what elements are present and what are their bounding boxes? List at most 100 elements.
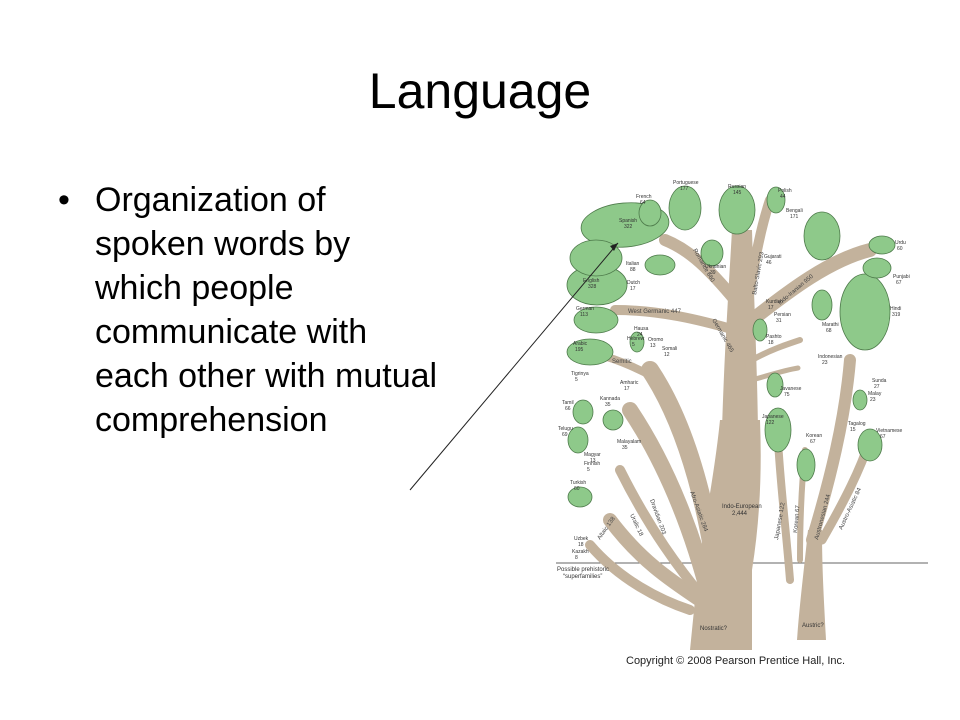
leaf-label-name: Polish <box>778 188 792 194</box>
bullet-text: Organization of spoken words by which pe… <box>95 181 438 439</box>
leaf-polish <box>766 186 786 214</box>
leaf-label-count: 13 <box>650 343 656 349</box>
nostratic-trunk <box>690 420 761 650</box>
branch-indo-iranian <box>745 243 877 327</box>
leaf-label-count: 60 <box>897 246 903 252</box>
leaf-label-count: 67 <box>896 280 902 286</box>
branch-balto-slavic <box>743 195 775 305</box>
leaf-label-name: Tagalog <box>848 421 866 427</box>
leaf-label-count: 17 <box>768 305 774 311</box>
leaf-label-name: Malay <box>868 391 882 397</box>
branch-greek <box>749 337 803 363</box>
leaf-persian <box>752 318 768 342</box>
leaf-label-count: 88 <box>630 267 636 273</box>
leaf-japanese <box>764 407 792 453</box>
leaf-portuguese <box>668 185 702 231</box>
leaf-javanese <box>766 372 784 398</box>
leaf-label-count: 23 <box>870 397 876 403</box>
label-nostratic: Nostratic? <box>700 626 728 632</box>
leaf-label-count: 145 <box>733 190 742 196</box>
leaf-italian <box>644 254 676 276</box>
branch-armenian <box>749 365 801 383</box>
leaf-label-count: 8 <box>575 555 578 561</box>
leaf-label-count: 18 <box>578 542 584 548</box>
leaf-label-count: 35 <box>605 402 611 408</box>
leaf-label-name: Magyar <box>584 452 601 458</box>
leaf-telugu <box>567 426 589 454</box>
leaf-label-name: Amharic <box>620 380 639 386</box>
leaf-label-count: 177 <box>680 186 689 192</box>
leaf-german <box>573 306 619 334</box>
leaf-hausa <box>629 331 645 353</box>
leaf-label-name: Dutch <box>627 280 640 286</box>
leaf-label-name: Ukrainian <box>705 264 726 270</box>
leaf-label-name: English <box>583 278 600 284</box>
leaf-label-name: Spanish <box>619 218 637 224</box>
leaf-label-count: 17 <box>624 386 630 392</box>
pointer-arrowhead <box>610 243 618 251</box>
leaf-label-name: Malayalam <box>617 439 641 445</box>
leaves <box>566 185 896 508</box>
austric-trunk <box>797 530 826 640</box>
label-indo-european: Indo-European <box>722 504 762 510</box>
leaf-label-name: Gujarati <box>764 254 782 260</box>
leaf-label-name: Urdu <box>895 240 906 246</box>
leaf-label-name: Portuguese <box>673 180 699 186</box>
leaf-label-count: 15 <box>850 427 856 433</box>
leaf-label-name: Punjabi <box>893 274 910 280</box>
leaf-label-count: 75 <box>784 392 790 398</box>
leaf-label-name: Kannada <box>600 396 620 402</box>
leaf-label-count: 67 <box>810 439 816 445</box>
leaf-label-count: 319 <box>892 312 901 318</box>
branch-romance <box>659 234 741 306</box>
leaf-label-count: 12 <box>664 352 670 358</box>
leaf-label-name: Russian <box>728 184 746 190</box>
label-indo-european-count: 2,444 <box>732 511 748 517</box>
leaf-label-count: 46 <box>766 260 772 266</box>
leaf-label-name: Tamil <box>562 400 574 406</box>
leaf-tamil <box>572 399 594 425</box>
leaf-vietnamese <box>857 428 883 462</box>
leaf-label-name: Sunda <box>872 378 887 384</box>
leaf-label-count: 24 <box>637 332 643 338</box>
leaf-marathi <box>811 289 833 321</box>
leaf-label-count: 27 <box>874 384 880 390</box>
leaf-label-count: 31 <box>776 318 782 324</box>
leaf-russian <box>718 185 756 235</box>
leaf-label-name: Hausa <box>634 326 649 332</box>
leaf-label-name: Arabic <box>573 341 588 347</box>
leaf-hindi <box>839 273 891 351</box>
leaf-french <box>638 199 662 227</box>
leaf-label-name: Telugu <box>558 426 573 432</box>
branch-austronesian <box>806 354 856 546</box>
copyright-notice: Copyright © 2008 Pearson Prentice Hall, … <box>626 655 846 667</box>
leaf-english-2 <box>569 239 623 277</box>
leaf-label-name: Turkish <box>570 480 586 486</box>
leaf-label-name: Pashto <box>766 334 782 340</box>
leaf-label-name: Kazakh <box>572 549 589 555</box>
leaf-label-count: 64 <box>640 200 646 206</box>
leaf-ukrainian <box>700 239 724 267</box>
leaf-label-name: Finnish <box>584 461 600 467</box>
leaf-label-count: 5 <box>575 377 578 383</box>
leaf-arabic <box>566 338 614 366</box>
label-austric: Austric? <box>802 623 824 629</box>
label-prehistoric-2: “superfamilies” <box>563 574 602 580</box>
leaf-label-count: 23 <box>822 360 828 366</box>
leaf-label-count: 13 <box>590 458 596 464</box>
label-korean: Korean 67 <box>793 504 801 533</box>
leaf-label-count: 35 <box>622 445 628 451</box>
leaf-korean <box>796 448 816 482</box>
leaf-malay <box>852 389 868 411</box>
leaf-label-name: Persian <box>774 312 791 318</box>
leaf-label-count: 44 <box>780 194 786 200</box>
leaf-label-count: 5 <box>587 467 590 473</box>
bullet-marker: • <box>58 181 70 219</box>
leaf-label-count: 39 <box>710 270 716 276</box>
leaf-label-count: 60 <box>574 486 580 492</box>
indo-european-branches <box>596 195 877 384</box>
leaf-kannada <box>602 409 624 431</box>
leaf-label-name: Italian <box>626 261 640 267</box>
branch-japanese <box>774 436 794 584</box>
